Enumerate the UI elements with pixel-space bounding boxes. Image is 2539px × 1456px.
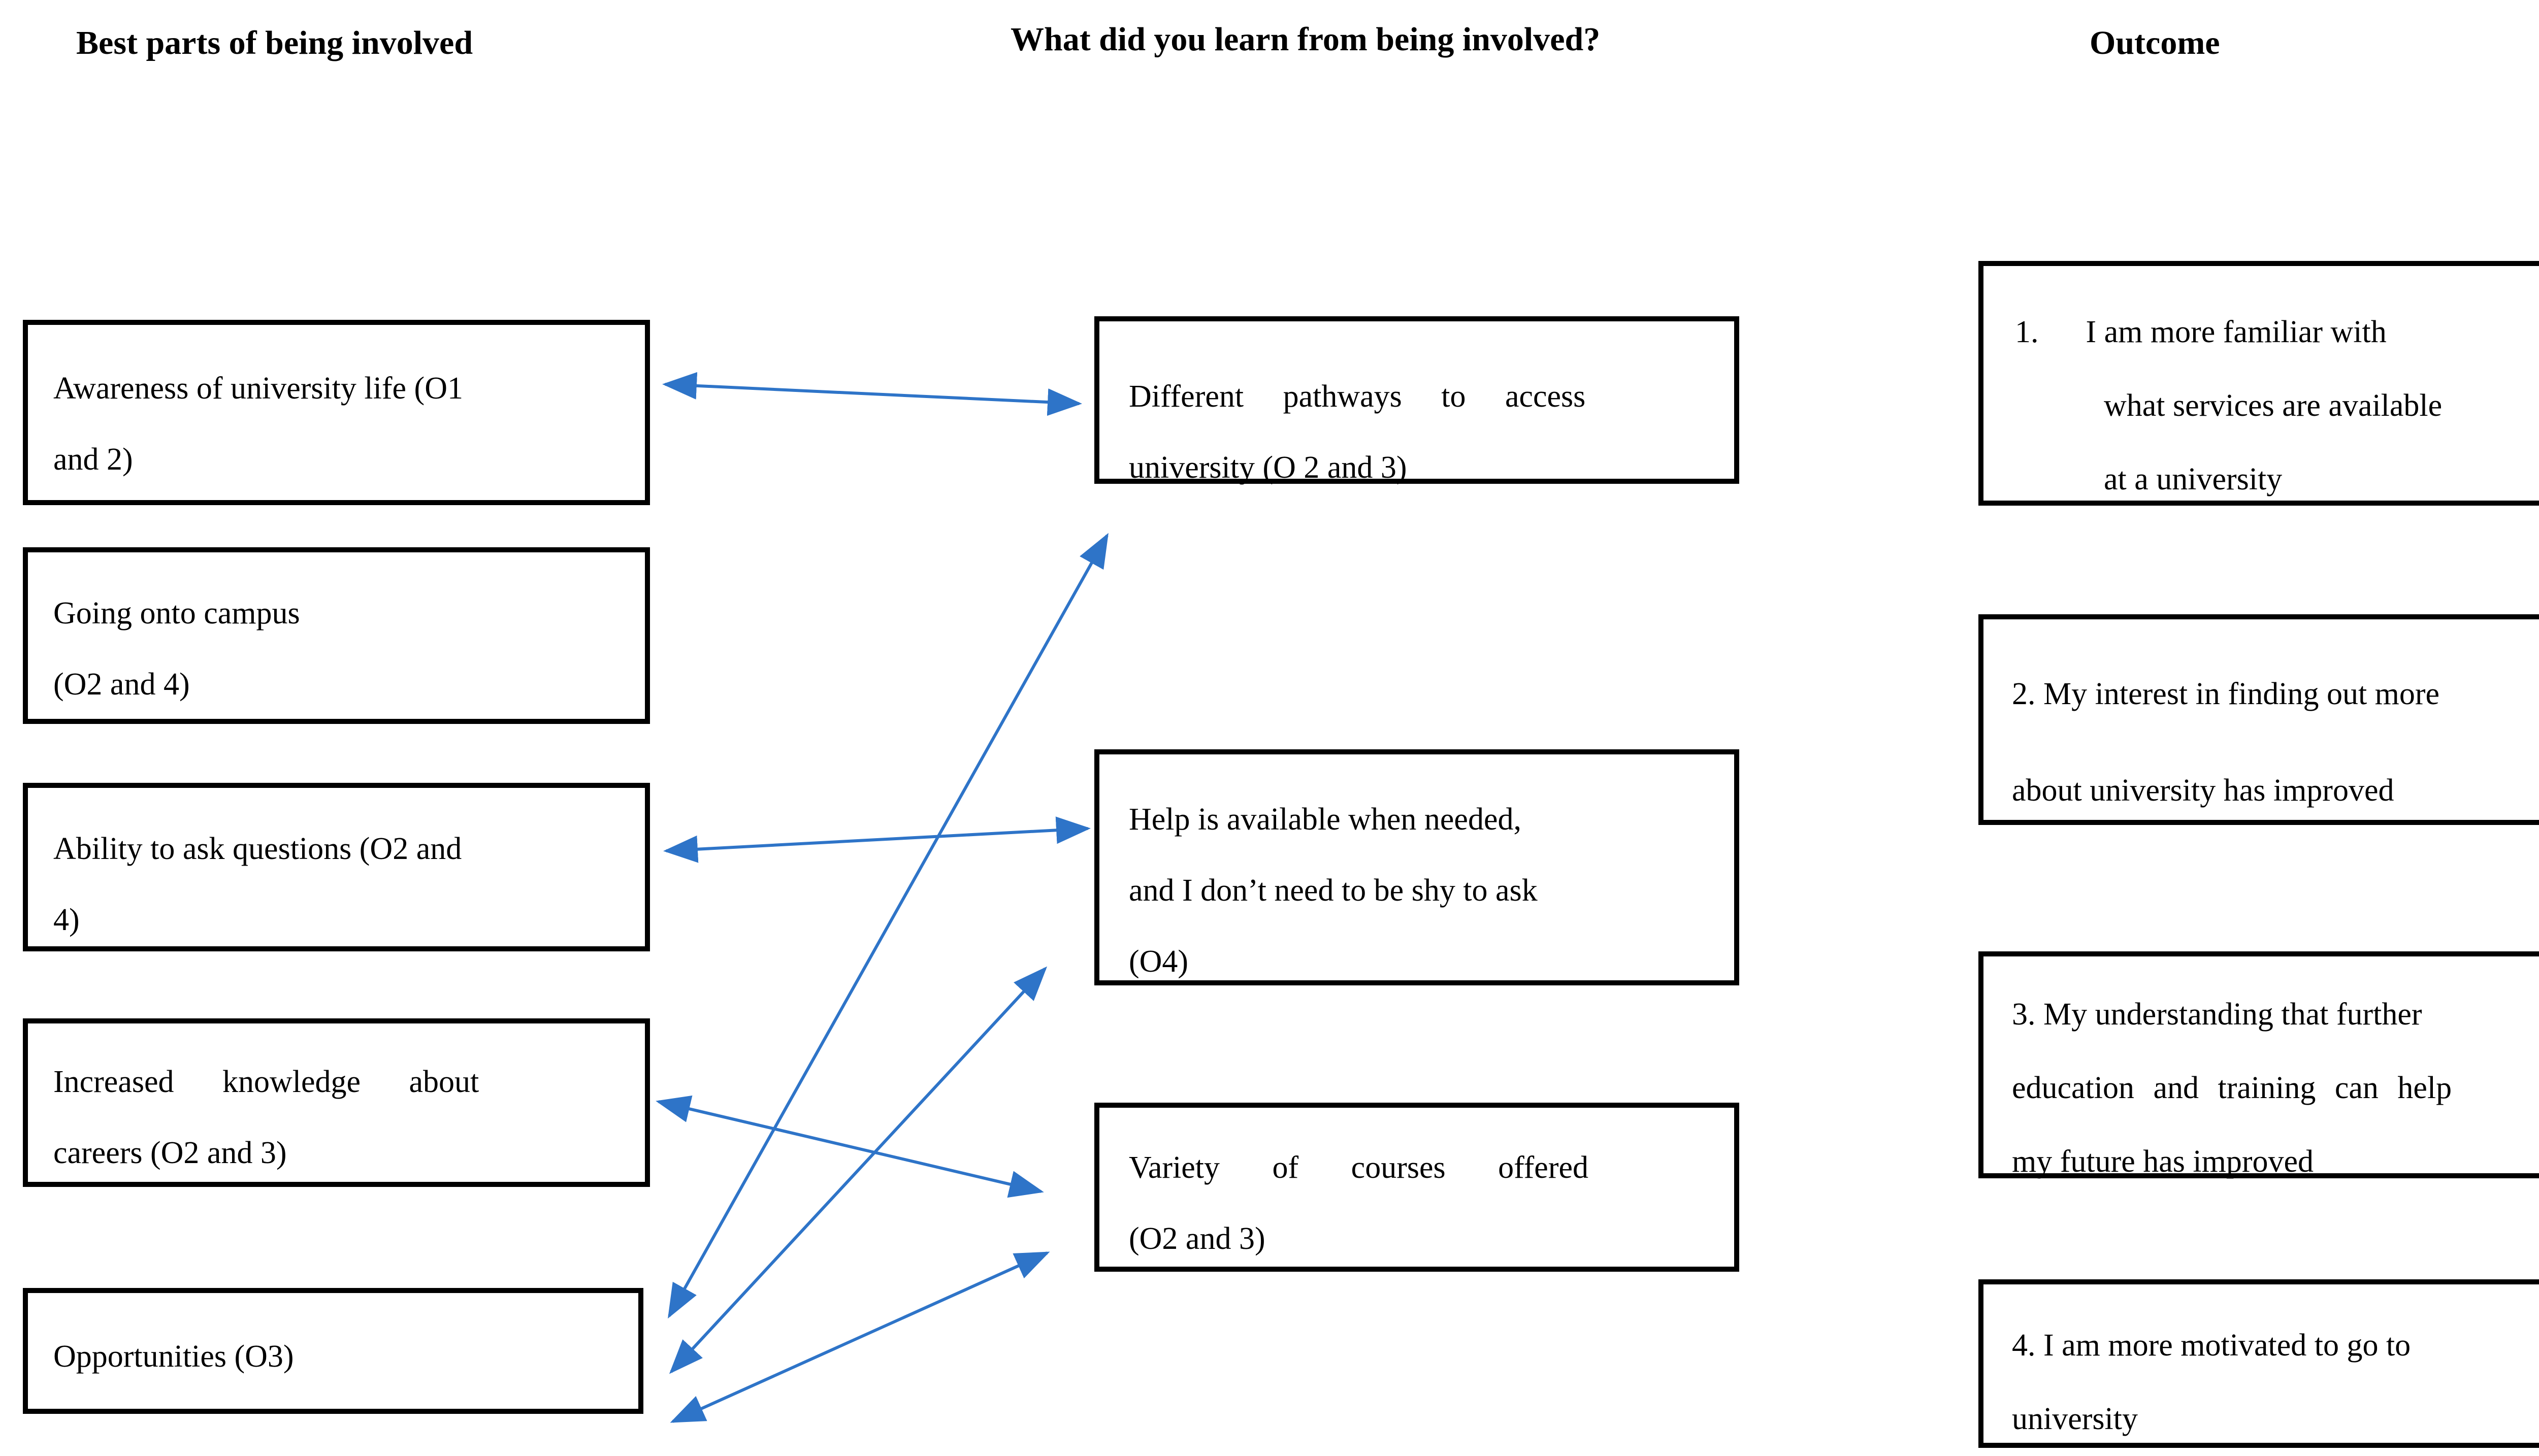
box-variety-of-courses: Variety of courses offered (O2 and 3): [1094, 1103, 1739, 1272]
box-text-line: Variety of courses offered: [1129, 1150, 1588, 1185]
box-ability-to-ask-questions: Ability to ask questions (O2 and 4): [23, 783, 650, 951]
box-text-line: Increased knowledge about: [53, 1065, 479, 1099]
box-text-line: Different pathways to access: [1129, 379, 1586, 414]
box-help-available: Help is available when needed, and I don’…: [1094, 749, 1739, 985]
arrow-ability-help: [663, 816, 1091, 863]
box-text-line: 3. My understanding that further: [2012, 997, 2422, 1032]
box-text-line: university (O 2 and 3): [1129, 450, 1407, 485]
column-header-learned: What did you learn from being involved?: [1011, 21, 1601, 58]
box-text-line: Ability to ask questions (O2 and: [53, 832, 462, 866]
box-text-line: university: [2012, 1402, 2138, 1436]
arrow-increased-variety: [656, 1095, 1044, 1198]
box-outcome-2-interest-improved: 2. My interest in finding out more about …: [1978, 614, 2539, 825]
box-text-line: Awareness of university life (O1: [53, 371, 463, 406]
column-header-best-parts: Best parts of being involved: [76, 24, 473, 61]
box-text-line: 2. My interest in finding out more: [2012, 677, 2440, 711]
box-going-onto-campus: Going onto campus (O2 and 4): [23, 547, 650, 724]
box-text-line: what services are available: [2104, 388, 2443, 423]
box-opportunities: Opportunities (O3): [23, 1288, 643, 1414]
box-text-line: Help is available when needed,: [1129, 802, 1521, 837]
column-header-outcome: Outcome: [2090, 24, 2220, 61]
box-text-line: (O4): [1129, 944, 1189, 979]
box-text-line: careers (O2 and 3): [53, 1136, 287, 1170]
box-outcome-4-motivated: 4. I am more motivated to go to universit…: [1978, 1279, 2539, 1448]
box-text-line: (O2 and 4): [53, 667, 190, 702]
box-text-line: 1. I am more familiar with: [2015, 315, 2387, 349]
box-text-line: and I don’t need to be shy to ask: [1129, 873, 1538, 908]
box-different-pathways: Different pathways to access university (…: [1094, 316, 1739, 485]
box-text-line: my future has improved: [2012, 1144, 2314, 1179]
arrow-help-opportunities: [669, 966, 1048, 1374]
box-text-line: 4. I am more motivated to go to: [2012, 1328, 2411, 1363]
box-text-line: about university has improved: [2012, 773, 2394, 808]
box-outcome-1-familiar-services: 1. I am more familiar with what services …: [1978, 261, 2539, 506]
box-awareness-university-life: Awareness of university life (O1 and 2): [23, 320, 650, 505]
box-text-line: (O2 and 3): [1129, 1221, 1265, 1256]
box-text-line: Opportunities (O3): [53, 1339, 294, 1374]
box-text-line: at a university: [2104, 462, 2283, 497]
box-text-line: education and training can help: [2012, 1071, 2452, 1105]
box-increased-knowledge-careers: Increased knowledge about careers (O2 and…: [23, 1018, 650, 1187]
arrow-awareness-pathways: [662, 372, 1082, 416]
arrow-variety-opportunities: [670, 1251, 1050, 1423]
arrow-pathways-opportunities: [668, 533, 1109, 1319]
box-text-line: and 2): [53, 442, 133, 477]
box-outcome-3-understanding-improved: 3. My understanding that further educatio…: [1978, 951, 2539, 1179]
box-text-line: Going onto campus: [53, 596, 300, 631]
box-text-line: 4): [53, 903, 80, 937]
